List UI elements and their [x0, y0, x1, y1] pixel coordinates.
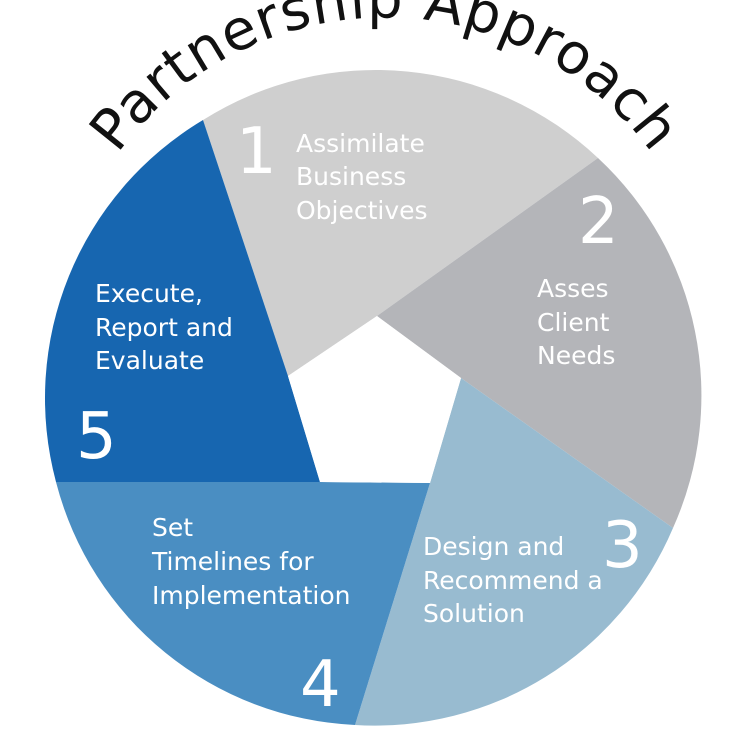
segment-4-label: Set Timelines for Implementation — [151, 513, 351, 610]
segment-4-number: 4 — [300, 648, 341, 722]
segment-5-shape — [44, 120, 320, 482]
segment-1-label: Assimilate Business Objectives — [296, 129, 433, 225]
segment-1-shape — [203, 69, 598, 376]
segment-2-number: 2 — [578, 185, 619, 259]
segment-2-label: Asses Client Needs — [537, 274, 617, 370]
segment-1-number: 1 — [236, 115, 277, 189]
segment-3-number: 3 — [602, 509, 643, 583]
segment-5-number: 5 — [76, 400, 117, 474]
segment-5-label: Execute, Report and Evaluate — [95, 279, 241, 375]
segment-2-shape — [377, 158, 702, 528]
segment-3-shape — [355, 378, 673, 726]
center-pentagon — [288, 316, 461, 483]
segment-3-label: Design and Recommend a Solution — [423, 532, 611, 628]
segment-4-shape — [56, 482, 430, 725]
